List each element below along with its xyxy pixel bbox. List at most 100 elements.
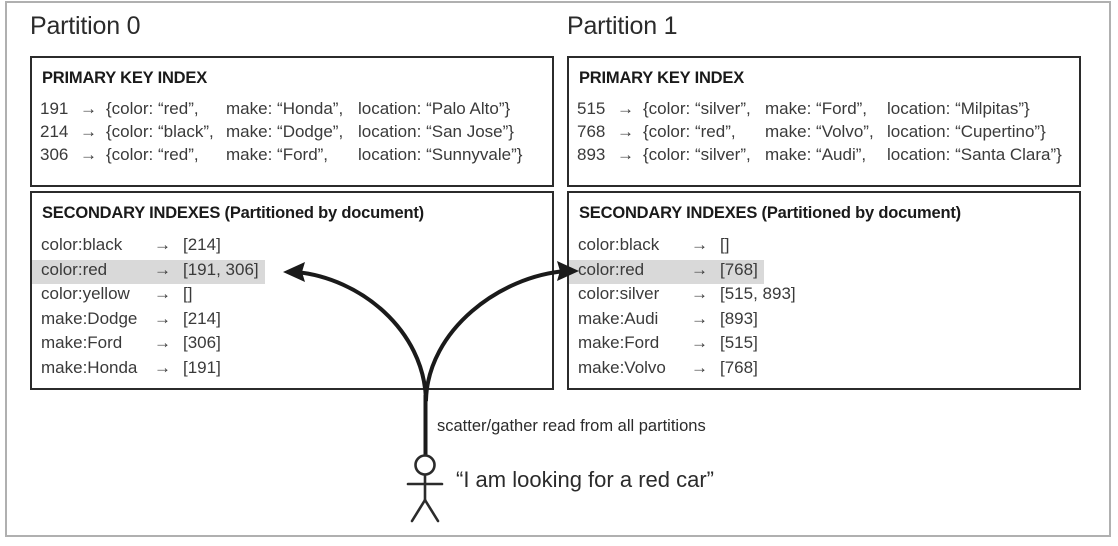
secondary-index-key: make:Ford xyxy=(578,333,660,352)
pk-color: {color: “red”, xyxy=(643,122,736,141)
pk-make: make: “Ford”, xyxy=(765,99,868,118)
secondary-index-value: [214] xyxy=(183,308,221,328)
pk-id: 191 xyxy=(40,99,69,118)
partition-0-secondary-index-rows: color:black → [214] color:red → [191, 30… xyxy=(32,235,552,382)
secondary-index-key: color:silver xyxy=(578,284,660,303)
secondary-index-value: [515, 893] xyxy=(720,284,796,303)
pk-color: {color: “red”, xyxy=(106,145,199,164)
arrow-glyph: → xyxy=(691,308,708,328)
table-row: 306 → {color: “red”, make: “Ford”, locat… xyxy=(40,145,522,168)
list-item: color:black → [] xyxy=(569,235,1079,260)
arrow-glyph: → xyxy=(154,235,171,254)
partition-0-secondary-index-box: SECONDARY INDEXES (Partitioned by docume… xyxy=(30,191,554,390)
secondary-index-key: make:Honda xyxy=(41,357,138,377)
partition-1-title: Partition 1 xyxy=(567,12,678,40)
arrow-glyph: → xyxy=(691,333,708,352)
secondary-index-value: [768] xyxy=(720,259,758,279)
arrow-glyph: → xyxy=(691,259,708,279)
list-item: make:Audi → [893] xyxy=(569,309,1079,334)
pk-make: make: “Ford”, xyxy=(226,145,329,164)
secondary-index-value: [] xyxy=(720,235,730,254)
arrow-glyph: → xyxy=(617,99,634,118)
arrow-glyph: → xyxy=(80,145,97,164)
pk-location: location: “Sunnyvale”} xyxy=(358,145,523,164)
secondary-index-key: color:red xyxy=(578,259,645,279)
pk-location: location: “Milpitas”} xyxy=(887,99,1030,118)
arrow-glyph: → xyxy=(617,145,634,164)
arrow-glyph: → xyxy=(154,259,171,279)
pk-make: make: “Dodge”, xyxy=(226,122,344,141)
secondary-index-key: make:Dodge xyxy=(41,308,138,328)
arrow-glyph: → xyxy=(617,122,634,141)
secondary-index-key: make:Audi xyxy=(578,308,659,328)
secondary-index-key: make:Volvo xyxy=(578,357,666,377)
pk-id: 893 xyxy=(577,145,606,164)
pk-id: 515 xyxy=(577,99,606,118)
list-item: make:Ford → [306] xyxy=(32,333,552,358)
secondary-index-value: [893] xyxy=(720,308,758,328)
arrow-glyph: → xyxy=(80,99,97,118)
partition-1-primary-key-box: PRIMARY KEY INDEX 515 → {color: “silver”… xyxy=(567,56,1081,187)
arrow-glyph: → xyxy=(154,333,171,352)
secondary-index-value: [191, 306] xyxy=(183,259,259,279)
pk-id: 306 xyxy=(40,145,69,164)
user-query-quote: “I am looking for a red car” xyxy=(456,467,714,492)
list-item: color:silver → [515, 893] xyxy=(569,284,1079,309)
partition-0-primary-key-heading: PRIMARY KEY INDEX xyxy=(42,69,207,87)
list-item: make:Ford → [515] xyxy=(569,333,1079,358)
arrow-glyph: → xyxy=(154,357,171,377)
secondary-index-value: [306] xyxy=(183,333,221,352)
secondary-index-key: color:black xyxy=(41,235,123,254)
pk-color: {color: “red”, xyxy=(106,99,199,118)
scatter-gather-label: scatter/gather read from all partitions xyxy=(437,417,706,435)
table-row: 768 → {color: “red”, make: “Volvo”, loca… xyxy=(577,122,1062,145)
pk-color: {color: “silver”, xyxy=(643,145,751,164)
partition-0-secondary-index-heading: SECONDARY INDEXES (Partitioned by docume… xyxy=(42,204,424,222)
list-item-highlighted: color:red → [191, 306] xyxy=(32,259,265,284)
arrow-glyph: → xyxy=(691,357,708,377)
partition-0-title: Partition 0 xyxy=(30,12,141,40)
pk-make: make: “Honda”, xyxy=(226,99,344,118)
pk-id: 214 xyxy=(40,122,69,141)
secondary-index-key: color:yellow xyxy=(41,284,130,303)
list-item: color:yellow → [] xyxy=(32,284,552,309)
table-row: 893 → {color: “silver”, make: “Audi”, lo… xyxy=(577,145,1062,168)
partition-1-secondary-index-rows: color:black → [] color:red → [768] color… xyxy=(569,235,1079,382)
partition-1-secondary-index-box: SECONDARY INDEXES (Partitioned by docume… xyxy=(567,191,1081,390)
table-row: 214 → {color: “black”, make: “Dodge”, lo… xyxy=(40,122,522,145)
list-item: make:Volvo → [768] xyxy=(569,358,1079,383)
list-item-highlighted: color:red → [768] xyxy=(569,259,764,284)
arrow-glyph: → xyxy=(154,308,171,328)
partition-1-secondary-index-heading: SECONDARY INDEXES (Partitioned by docume… xyxy=(579,204,961,222)
pk-make: make: “Volvo”, xyxy=(765,122,874,141)
partition-0-primary-key-box: PRIMARY KEY INDEX 191 → {color: “red”, m… xyxy=(30,56,554,187)
secondary-index-key: color:red xyxy=(41,259,108,279)
secondary-index-key: color:black xyxy=(578,235,660,254)
secondary-index-value: [214] xyxy=(183,235,221,254)
list-item: make:Honda → [191] xyxy=(32,358,552,383)
table-row: 515 → {color: “silver”, make: “Ford”, lo… xyxy=(577,99,1062,122)
partition-0-primary-key-rows: 191 → {color: “red”, make: “Honda”, loca… xyxy=(40,99,522,168)
pk-location: location: “Cupertino”} xyxy=(887,122,1046,141)
secondary-index-value: [] xyxy=(183,284,193,303)
table-row: 191 → {color: “red”, make: “Honda”, loca… xyxy=(40,99,522,122)
list-item: color:black → [214] xyxy=(32,235,552,260)
arrow-glyph: → xyxy=(154,284,171,303)
secondary-index-value: [768] xyxy=(720,357,758,377)
pk-color: {color: “black”, xyxy=(106,122,214,141)
secondary-index-value: [191] xyxy=(183,357,221,377)
pk-location: location: “Palo Alto”} xyxy=(358,99,511,118)
partition-1-primary-key-rows: 515 → {color: “silver”, make: “Ford”, lo… xyxy=(577,99,1062,168)
arrow-glyph: → xyxy=(691,284,708,303)
secondary-index-key: make:Ford xyxy=(41,333,123,352)
pk-location: location: “San Jose”} xyxy=(358,122,514,141)
pk-location: location: “Santa Clara”} xyxy=(887,145,1062,164)
partition-1-primary-key-heading: PRIMARY KEY INDEX xyxy=(579,69,744,87)
secondary-index-value: [515] xyxy=(720,333,758,352)
pk-make: make: “Audi”, xyxy=(765,145,867,164)
arrow-glyph: → xyxy=(80,122,97,141)
list-item: make:Dodge → [214] xyxy=(32,309,552,334)
pk-color: {color: “silver”, xyxy=(643,99,751,118)
pk-id: 768 xyxy=(577,122,606,141)
